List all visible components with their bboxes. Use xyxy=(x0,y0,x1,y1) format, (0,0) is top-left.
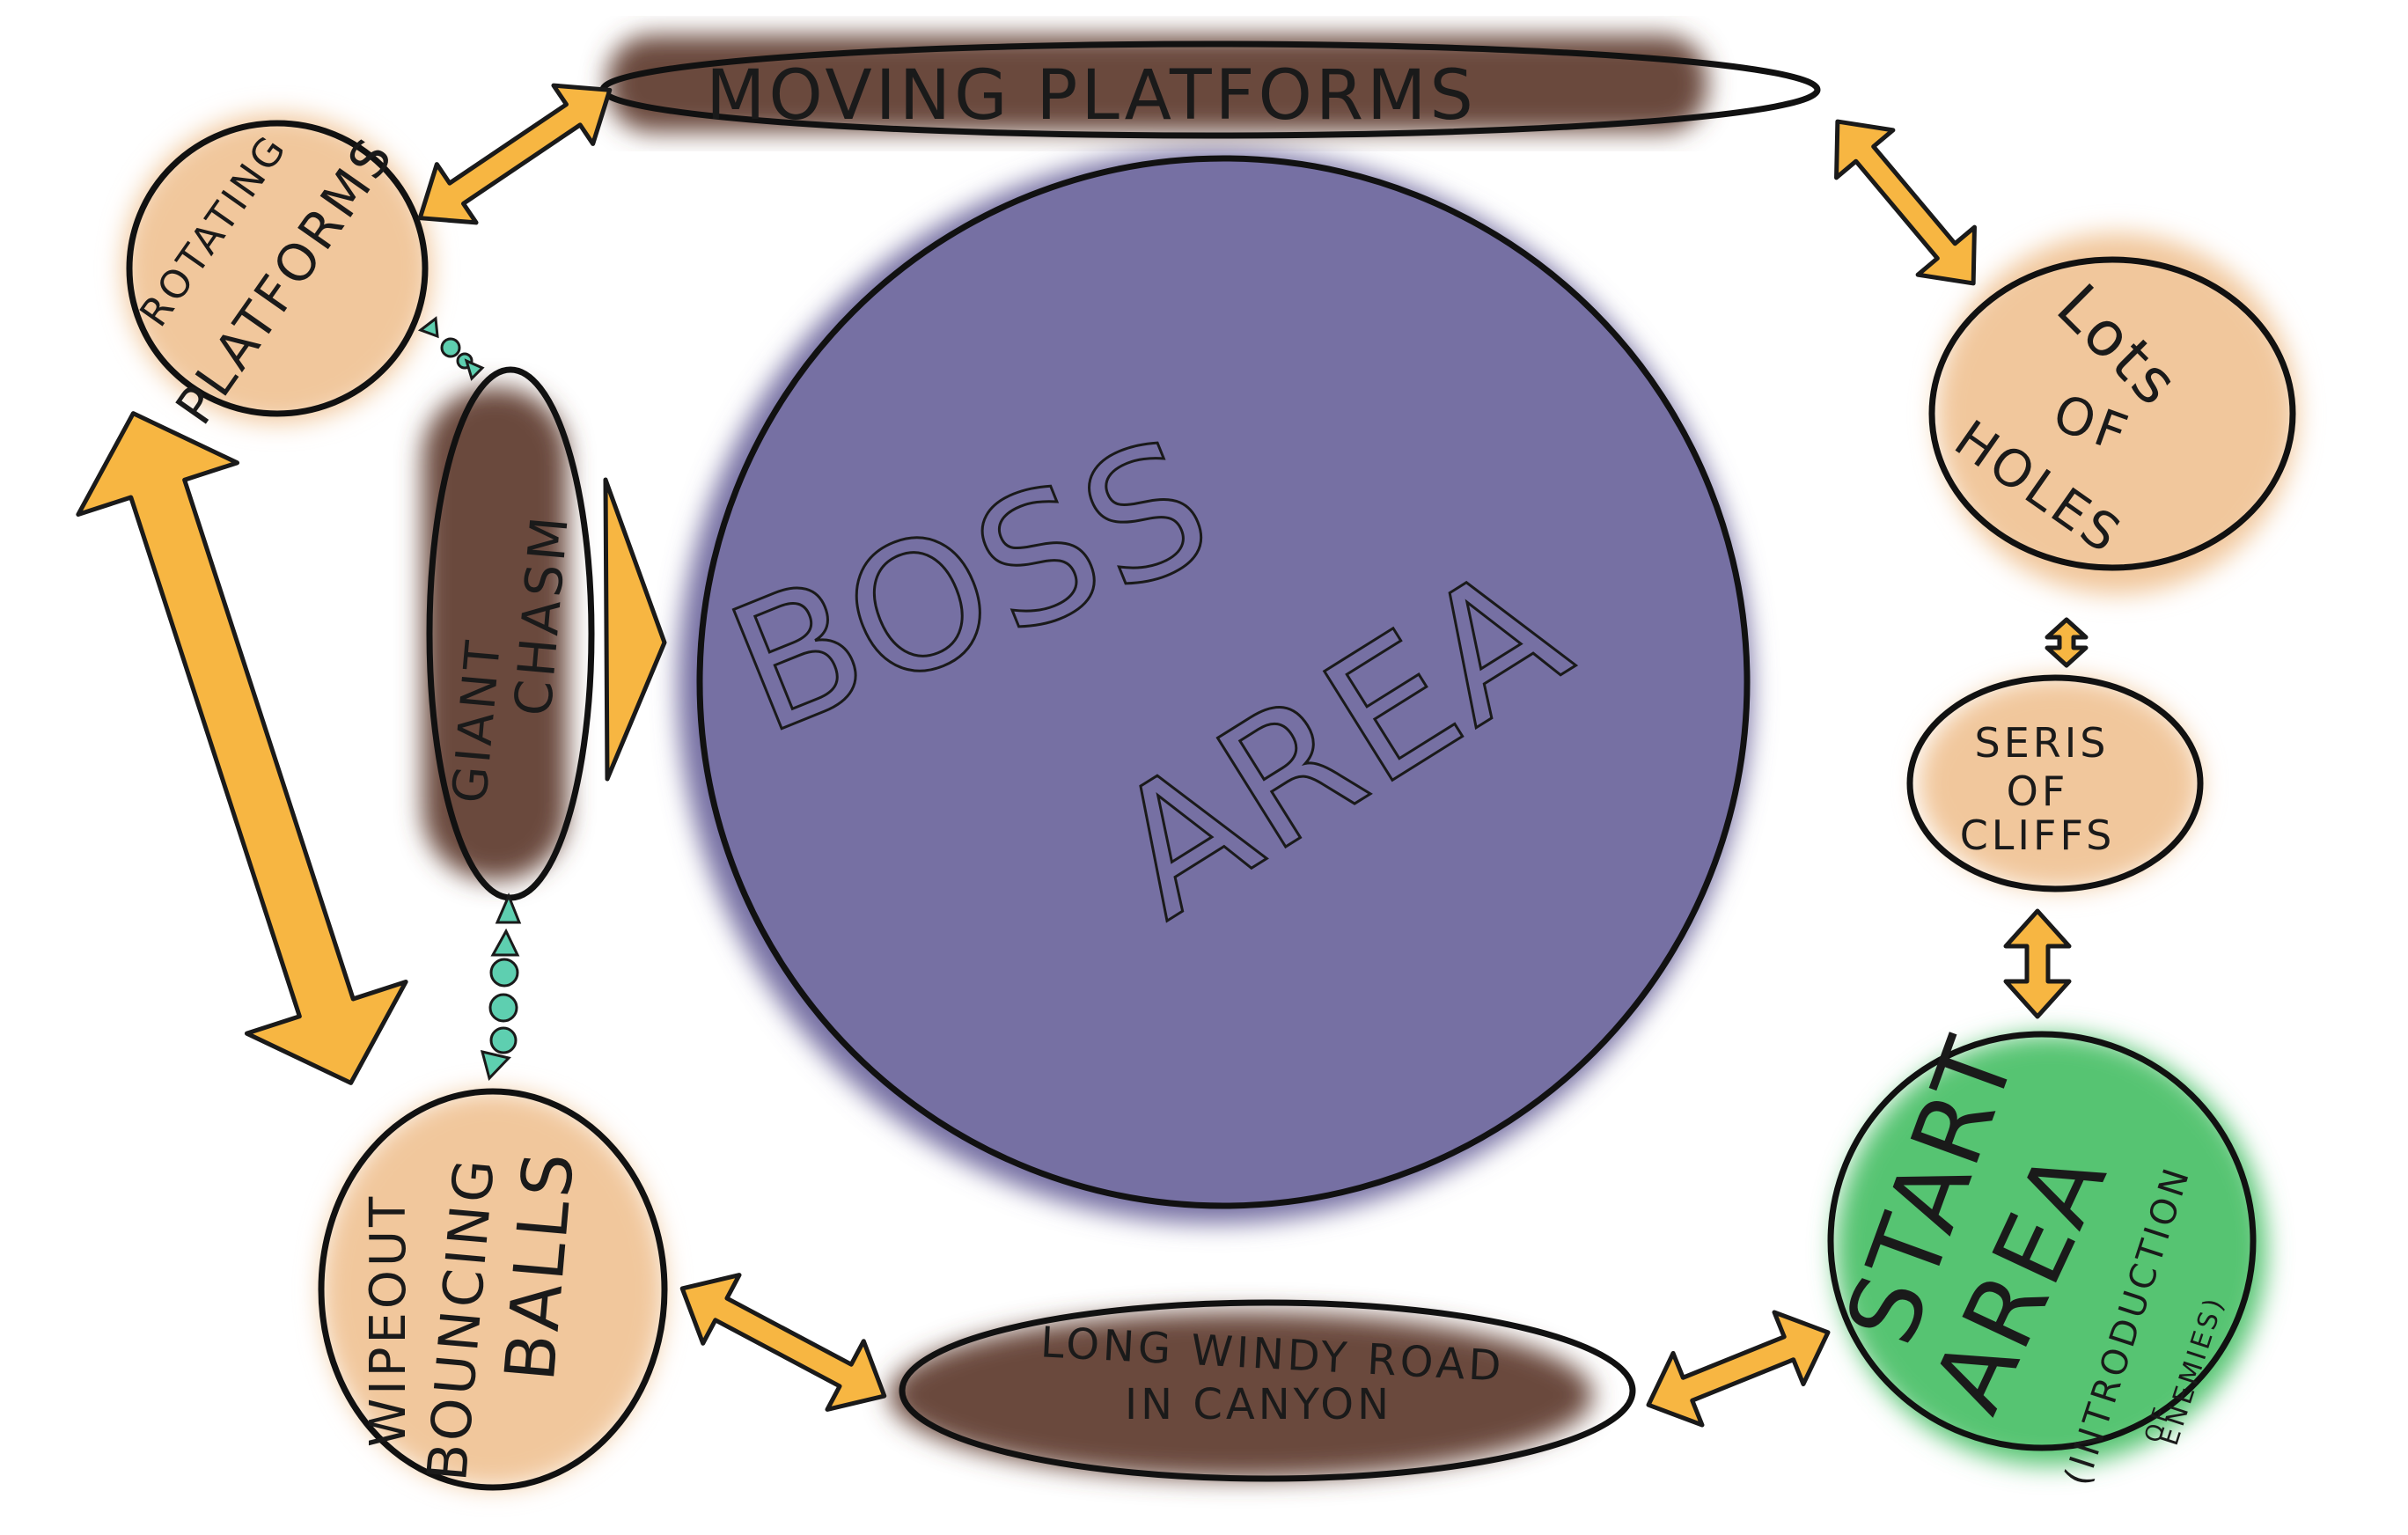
start-area-fill xyxy=(1835,1034,2266,1465)
rotating-platforms-node[interactable]: ROTATING PLATFORMS xyxy=(123,114,431,435)
dotted-connector-dot xyxy=(489,1026,518,1054)
seris-of-cliffs-label-line3: CLIFFS xyxy=(1960,812,2116,859)
wipeout-bouncing-balls-node[interactable]: WIPEOUT BOUNCING BALLS xyxy=(318,1088,668,1491)
wipeout-bouncing-balls-fill xyxy=(321,1091,664,1487)
long-windy-road-node[interactable]: LONG WINDY ROAD IN CANYON xyxy=(889,1299,1636,1482)
dotted-connector-triangle xyxy=(417,316,439,339)
wipeout-bouncing-balls-label-line1: WIPEOUT xyxy=(360,1193,417,1447)
moving-platforms-label: MOVING PLATFORMS xyxy=(706,56,1477,136)
double-arrow-shape xyxy=(2003,908,2072,1019)
arrow-chasm-boss[interactable] xyxy=(603,477,667,782)
arrow-moving-lotsofholes[interactable] xyxy=(1810,98,2002,307)
dotted-connector-wipeout-chasm[interactable] xyxy=(480,892,522,1081)
seris-of-cliffs-label-line1: SERIS xyxy=(1975,719,2110,767)
connection-arrows xyxy=(54,61,2089,1441)
boss-area-outline xyxy=(696,155,1751,1209)
double-arrow-shape xyxy=(2045,617,2089,668)
lots-of-holes-fill xyxy=(1936,233,2297,594)
long-windy-road-label-line2: IN CANYON xyxy=(1125,1380,1392,1429)
dotted-connector-triangle xyxy=(464,358,485,381)
dotted-connector-triangle xyxy=(490,928,520,957)
seris-of-cliffs-outline xyxy=(1906,674,2204,892)
giant-chasm-fill xyxy=(422,387,568,880)
arrow-wipeout-rotating[interactable] xyxy=(54,387,430,1109)
boss-area-fill xyxy=(700,158,1747,1206)
dotted-connector-triangle xyxy=(495,892,522,924)
double-arrow-shape xyxy=(1834,119,1977,286)
long-windy-road-outline xyxy=(899,1299,1636,1482)
moving-platforms-fill xyxy=(607,35,1707,132)
seris-of-cliffs-label-line2: OF xyxy=(2007,768,2069,815)
rotating-platforms-outline xyxy=(126,120,429,417)
lots-of-holes-node[interactable]: Lots OF HOLES xyxy=(1928,233,2297,594)
lots-of-holes-outline xyxy=(1928,256,2296,571)
moving-platforms-node[interactable]: MOVING PLATFORMS xyxy=(599,35,1821,139)
start-area-outline xyxy=(1827,1031,2257,1451)
dotted-connector-dot xyxy=(488,993,518,1023)
dotted-connector-dot xyxy=(440,337,461,358)
start-area-node[interactable]: START AREA (INTRODUCTION OF ENEMIES) xyxy=(1824,1022,2266,1490)
arrow-lotsofholes-cliffs[interactable] xyxy=(2045,617,2089,668)
seris-of-cliffs-fill xyxy=(1919,678,2200,889)
dotted-connector-rotating-chasm[interactable] xyxy=(417,316,485,381)
arrow-road-wipeout[interactable] xyxy=(664,1254,903,1430)
boss-area-node[interactable]: BOSS AREA xyxy=(678,150,1751,1223)
arrow-cliffs-start[interactable] xyxy=(2003,908,2072,1019)
double-arrow-shape xyxy=(417,83,613,225)
double-arrow-shape xyxy=(76,411,408,1085)
double-arrow-shape xyxy=(679,1273,887,1412)
seris-of-cliffs-node[interactable]: SERIS OF CLIFFS xyxy=(1906,674,2204,892)
rotating-platforms-fill xyxy=(123,114,431,422)
long-windy-road-fill xyxy=(889,1311,1593,1479)
dotted-connector-dot xyxy=(489,958,519,988)
giant-chasm-node[interactable]: GIANT CHASM xyxy=(422,366,595,901)
arrow-start-road[interactable] xyxy=(1634,1296,1843,1441)
wipeout-bouncing-balls-outline xyxy=(318,1088,668,1491)
dotted-connector-triangle xyxy=(480,1049,511,1081)
arrow-rotating-moving[interactable] xyxy=(400,61,629,247)
double-arrow-shape xyxy=(1646,1310,1831,1428)
